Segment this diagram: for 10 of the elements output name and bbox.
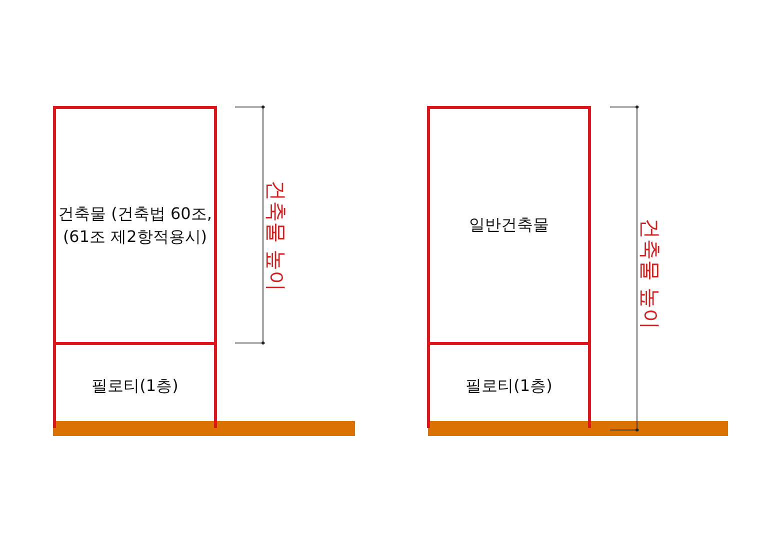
floor-box: [427, 345, 591, 428]
height-label: 건축물 높이: [265, 180, 286, 292]
height-label: 건축물 높이: [639, 218, 660, 330]
building-box: [53, 106, 217, 345]
building-label: 건축물 (건축법 60조, (61조 제2항적용시): [57, 203, 213, 248]
building-box: [427, 106, 591, 345]
floor-label: 필로티(1층): [464, 375, 554, 398]
floor-label: 필로티(1층): [90, 375, 180, 398]
building-label: 일반건축물: [468, 214, 550, 236]
floor-box: [53, 345, 217, 428]
